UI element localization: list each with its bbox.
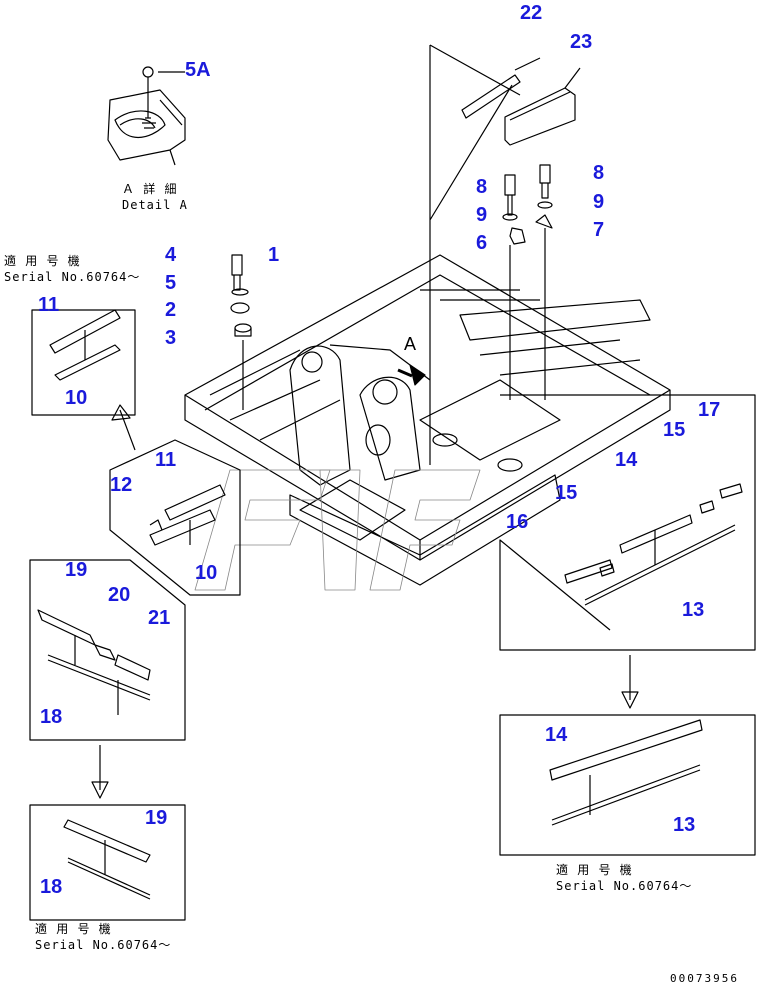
arrow-down-right xyxy=(621,655,639,709)
callout-9-left: 9 xyxy=(476,204,488,226)
callout-10: 10 xyxy=(195,562,218,584)
callout-14: 14 xyxy=(615,449,638,471)
callout-21: 21 xyxy=(148,607,171,629)
lower-left-group-10-11-12 xyxy=(109,439,241,596)
inset-seal-10-11 xyxy=(31,309,136,416)
serial-note-jp-left: 適 用 号 機 xyxy=(35,922,112,936)
callout-22: 22 xyxy=(520,2,543,24)
revolving-frame xyxy=(184,254,671,586)
callout-11-inset: 11 xyxy=(38,294,60,316)
callout-18: 18 xyxy=(40,706,63,728)
callout-19-lower: 19 xyxy=(145,807,168,829)
callout-14-lower: 14 xyxy=(545,724,568,746)
detail-a-illustration xyxy=(107,66,186,166)
inset-lower-13-14 xyxy=(499,714,756,856)
callout-8-right: 8 xyxy=(593,162,605,184)
callout-5a: 5A xyxy=(185,59,211,81)
inset-lower-18-19 xyxy=(29,804,186,921)
inset-18-21 xyxy=(29,559,186,741)
arrow-up-to-inset xyxy=(111,404,136,451)
detail-a-jp: Ａ 詳 細 xyxy=(122,182,178,196)
serial-note-en-left: Serial No.60764～ xyxy=(35,938,172,952)
arrow-down-left xyxy=(91,745,109,799)
serial-note-en-right: Serial No.60764～ xyxy=(556,879,693,893)
callout-6: 6 xyxy=(476,232,488,254)
callout-19: 19 xyxy=(65,559,88,581)
callout-12: 12 xyxy=(110,474,133,496)
hardware-stack-left xyxy=(230,254,252,410)
drawing-number: 00073956 xyxy=(670,972,739,985)
watermark-logo xyxy=(194,469,481,591)
callout-7: 7 xyxy=(593,219,605,241)
cover-parts-22-23 xyxy=(461,57,581,146)
serial-note-jp-right: 適 用 号 機 xyxy=(556,863,633,877)
callout-20: 20 xyxy=(108,584,131,606)
callout-5: 5 xyxy=(165,272,177,294)
callout-23: 23 xyxy=(570,31,593,53)
callout-10-inset: 10 xyxy=(65,387,88,409)
callout-8-left: 8 xyxy=(476,176,488,198)
callout-13-lower: 13 xyxy=(673,814,696,836)
callout-13: 13 xyxy=(682,599,705,621)
callout-4: 4 xyxy=(165,244,177,266)
callout-3: 3 xyxy=(165,327,177,349)
callout-15-right: 15 xyxy=(663,419,686,441)
serial-note-en-top: Serial No.60764～ xyxy=(4,270,141,284)
right-group-13-17 xyxy=(499,394,756,651)
detail-a-en: Detail A xyxy=(122,198,188,212)
hardware-stack-right xyxy=(502,164,553,400)
callout-9-right: 9 xyxy=(593,191,605,213)
callout-18-lower: 18 xyxy=(40,876,63,898)
callout-15-left: 15 xyxy=(555,482,578,504)
callout-11: 11 xyxy=(155,449,177,471)
callout-17: 17 xyxy=(698,399,721,421)
view-arrow-label: A xyxy=(404,334,417,354)
callout-2: 2 xyxy=(165,299,177,321)
callout-16: 16 xyxy=(506,511,529,533)
guide-lines xyxy=(429,44,521,465)
serial-note-jp-top: 適 用 号 機 xyxy=(4,254,81,268)
callout-1: 1 xyxy=(268,244,280,266)
